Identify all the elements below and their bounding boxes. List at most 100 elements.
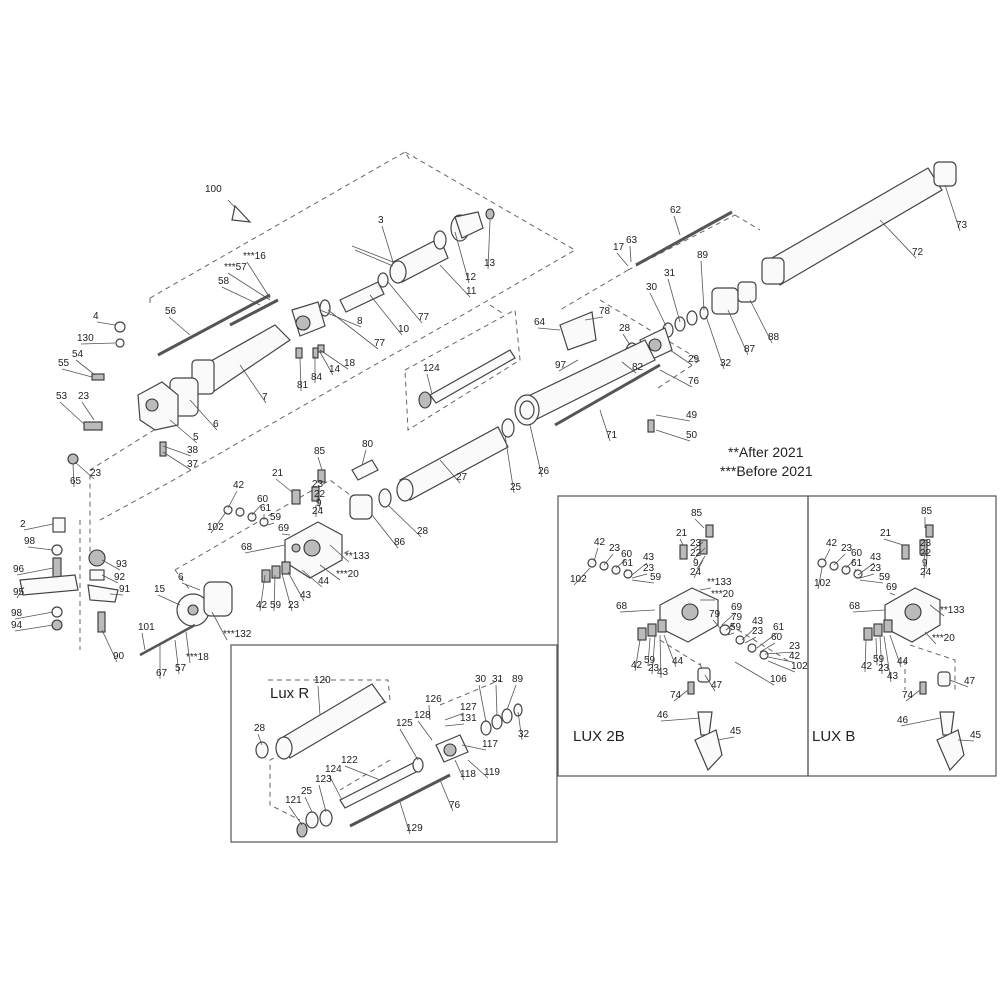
part-number-label: 74 <box>902 690 914 701</box>
leader-line <box>655 414 691 422</box>
leader-line <box>879 219 917 259</box>
leader-line <box>889 634 902 668</box>
leader-line <box>75 359 96 376</box>
leader-line <box>16 586 25 599</box>
leader-line <box>454 759 465 781</box>
part-number-label: 31 <box>492 674 504 685</box>
leader-line <box>157 594 181 606</box>
part-number-label: 86 <box>394 537 406 548</box>
bolt-38-part <box>159 441 167 457</box>
leader-line <box>281 573 293 612</box>
part-number-label: 68 <box>241 542 253 553</box>
oring-12-part <box>433 230 447 250</box>
end-cap-part <box>450 208 495 242</box>
leader-line <box>727 632 735 636</box>
part-number-label: 102 <box>207 522 224 533</box>
part-number-label: 69 <box>731 602 743 613</box>
leader-line <box>693 559 704 579</box>
leader-line <box>584 316 604 321</box>
part-number-label: 54 <box>72 349 84 360</box>
part-number-label: 30 <box>646 282 658 293</box>
leader-line <box>251 504 262 516</box>
part-number-label: 2 <box>20 519 26 530</box>
part-number-label: 125 <box>396 718 413 729</box>
leader-line <box>616 252 629 267</box>
part-number-label: **133 <box>940 605 965 616</box>
part-number-label: 121 <box>285 795 302 806</box>
leader-line <box>667 278 681 323</box>
leader-line <box>699 587 712 591</box>
leader-line <box>506 684 517 711</box>
part-number-label: 23 <box>288 600 300 611</box>
part-number-label: 23 <box>920 538 932 549</box>
leader-line <box>387 281 423 324</box>
part-number-label: 29 <box>688 354 700 365</box>
leader-line <box>673 215 681 236</box>
leader-line <box>487 219 491 270</box>
part-number-label: 43 <box>300 590 312 601</box>
part-number-label: 9 <box>693 558 699 569</box>
leader-line <box>304 796 313 813</box>
part-number-label: 24 <box>690 567 702 578</box>
leader-line <box>717 736 735 741</box>
part-number-label: 61 <box>851 558 863 569</box>
part-number-label: 23 <box>690 538 702 549</box>
part-number-label: 59 <box>270 512 282 523</box>
leader-line <box>72 463 75 488</box>
leader-line <box>603 553 614 566</box>
part-number-label: 47 <box>711 680 723 691</box>
leader-line <box>185 631 191 664</box>
part-number-label: 53 <box>56 391 68 402</box>
part-number-label: 23 <box>870 563 882 574</box>
leader-line <box>944 184 961 232</box>
leader-line <box>649 292 667 327</box>
part-number-label: 69 <box>278 523 290 534</box>
part-number-label: 87 <box>744 344 756 355</box>
part-number-label: 23 <box>78 391 90 402</box>
leader-line <box>749 299 773 344</box>
part-number-label: 46 <box>897 715 909 726</box>
profile-tube-72-part <box>761 167 943 286</box>
leader-line <box>744 636 757 644</box>
lux-b-arm-45-part <box>936 729 965 772</box>
leader-line <box>361 449 367 466</box>
leader-line <box>301 569 323 588</box>
lux-2b-cartridges-part <box>637 524 714 641</box>
part-number-label: 59 <box>270 600 282 611</box>
leader-line <box>318 784 327 813</box>
part-number-label: 10 <box>398 324 410 335</box>
part-number-label: 96 <box>13 564 25 575</box>
cartridges-upper-part <box>291 469 326 505</box>
part-number-label: 42 <box>631 660 643 671</box>
part-number-label: 72 <box>912 247 924 258</box>
leader-line <box>629 245 632 263</box>
leader-line <box>317 685 321 716</box>
part-number-label: 81 <box>297 380 309 391</box>
leader-line <box>905 689 921 702</box>
part-number-label: 27 <box>456 472 468 483</box>
part-number-label: 28 <box>417 526 429 537</box>
part-number-label: 22 <box>690 548 702 559</box>
part-number-label: 59 <box>644 655 656 666</box>
leader-line <box>287 571 305 602</box>
part-number-label: 89 <box>697 250 709 261</box>
part-number-label: 31 <box>664 268 676 279</box>
leader-line <box>14 624 54 632</box>
lux-r-drive-parts <box>296 809 333 838</box>
leader-line <box>924 631 937 645</box>
part-number-label: ***16 <box>243 251 266 262</box>
part-number-label: 124 <box>423 363 440 374</box>
part-number-label: 28 <box>619 323 631 334</box>
leader-line <box>174 639 180 675</box>
part-number-label: 79 <box>731 612 743 623</box>
part-number-label: 6 <box>178 572 184 583</box>
leader-line <box>721 612 736 626</box>
part-number-label: 130 <box>77 333 94 344</box>
lux-r-ring-28-part <box>255 741 269 759</box>
part-number-label: ***20 <box>932 633 955 644</box>
leader-line <box>344 765 381 781</box>
leader-line <box>399 728 419 761</box>
part-number-label: 124 <box>325 764 342 775</box>
assembly-arrow-icon <box>227 199 252 223</box>
cap-4-part <box>114 321 126 333</box>
